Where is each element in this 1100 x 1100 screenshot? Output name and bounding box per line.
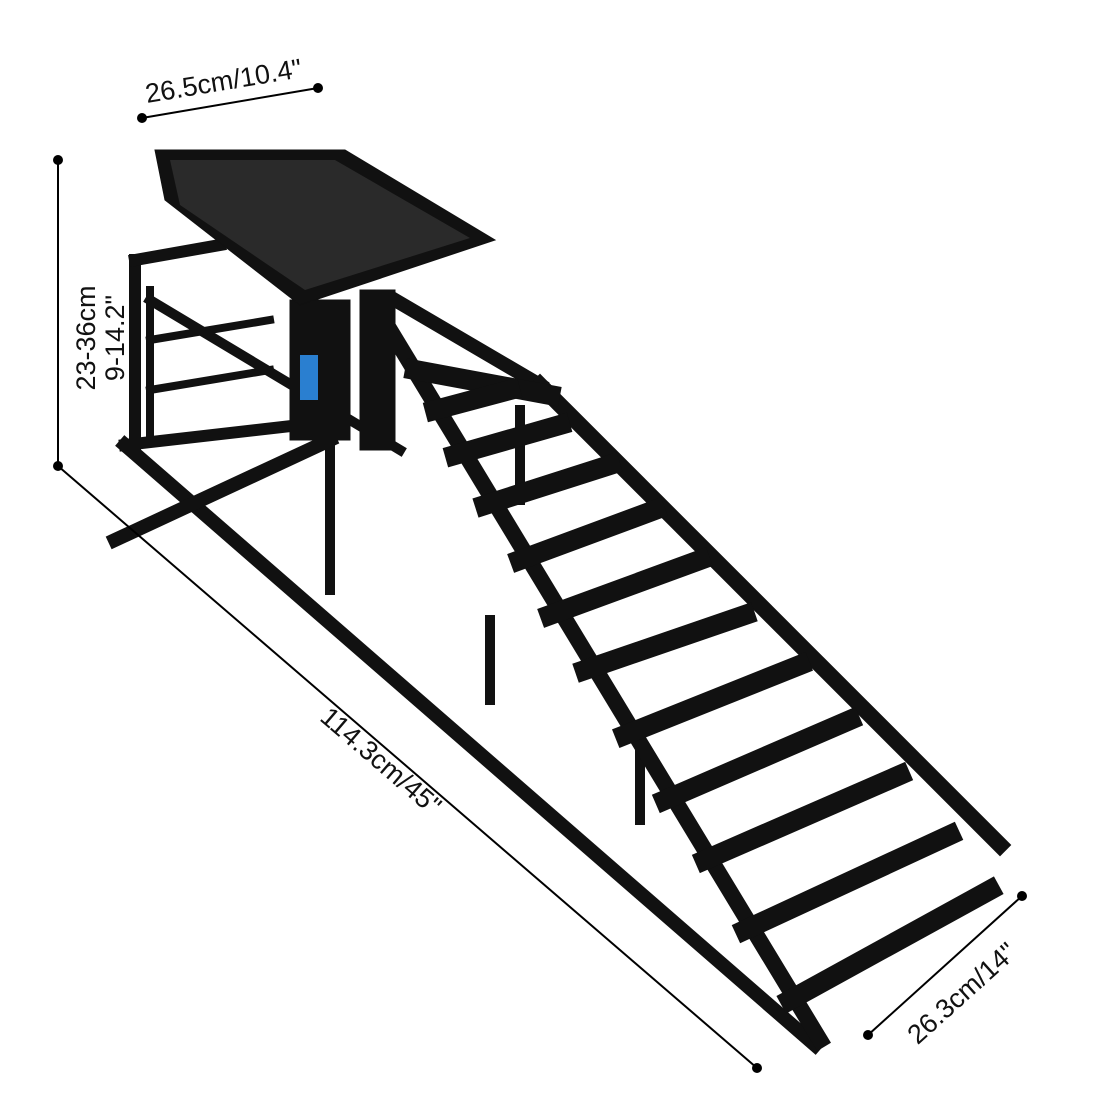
ramp-width-label: 26.3cm/14"	[902, 937, 1023, 1050]
rung	[612, 652, 813, 748]
rung	[776, 876, 1004, 1014]
dimension-endpoint	[313, 83, 323, 93]
rung	[507, 497, 668, 573]
frame-diagonal	[143, 293, 407, 457]
rung	[442, 412, 573, 468]
rung	[651, 706, 864, 814]
dimension-endpoint	[1017, 891, 1027, 901]
rung	[731, 821, 964, 944]
rung	[691, 761, 914, 874]
ramp-top-rail	[385, 290, 550, 395]
jack-post	[359, 289, 396, 451]
rung	[472, 452, 623, 518]
dimension-endpoint	[53, 155, 63, 165]
dimension-endpoint	[863, 1030, 873, 1040]
frame-top	[128, 238, 227, 267]
frame-crossbar	[145, 365, 275, 395]
ramp-rungs	[403, 358, 1004, 1014]
dimension-platform-width: 26.5cm/10.4"	[137, 53, 323, 123]
jack-handle	[105, 430, 340, 550]
length-label: 114.3cm/45"	[315, 701, 447, 821]
dimension-height: 23-36cm 9-14.2"	[53, 155, 130, 471]
rung	[403, 358, 562, 407]
base-rail-left	[115, 435, 825, 1055]
jack-label	[300, 355, 318, 400]
height-in-label: 9-14.2"	[100, 295, 130, 381]
frame-crossbar	[145, 315, 275, 345]
dimension-endpoint	[137, 113, 147, 123]
bottle-jack	[289, 299, 351, 441]
height-cm-label: 23-36cm	[71, 285, 101, 390]
dimension-endpoint	[752, 1063, 762, 1073]
base-rail-front	[118, 418, 307, 452]
platform-width-label: 26.5cm/10.4"	[143, 53, 304, 109]
rung	[572, 602, 758, 683]
platform-tread	[170, 160, 470, 290]
rung	[422, 377, 523, 423]
car-ramp-illustration	[105, 149, 1012, 1055]
ramp-rail-right	[528, 373, 1012, 857]
rung	[537, 547, 713, 628]
